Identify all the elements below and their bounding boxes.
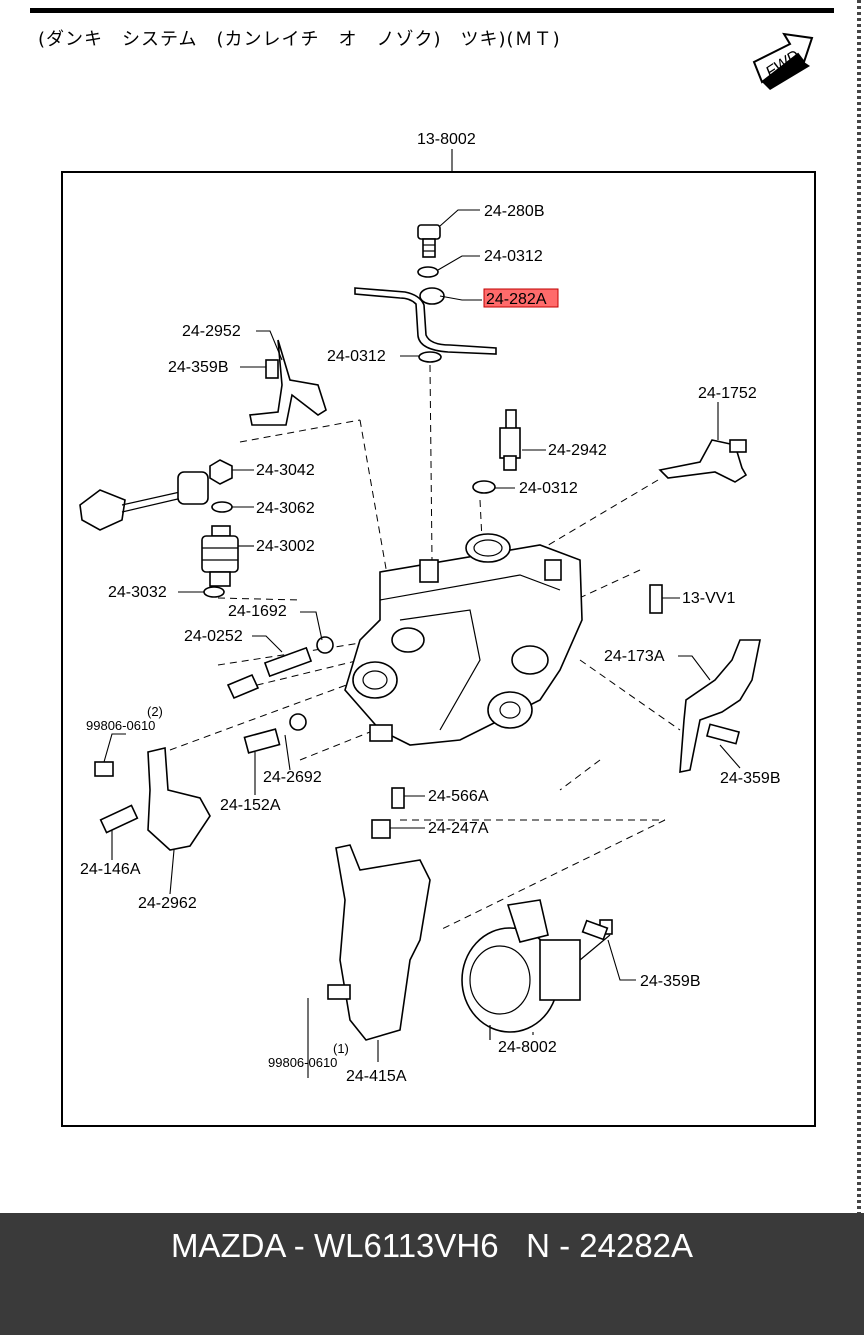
washer-part [418, 351, 442, 363]
bolt-part [581, 919, 609, 941]
o-ring-part [203, 586, 225, 598]
callout-label: 24-2952 [182, 323, 241, 340]
callout-label: 24-359B [720, 770, 781, 787]
exploded-view-diagram: FWD 13-8002 [61, 32, 816, 1127]
footer-bar [0, 1213, 864, 1335]
throttle-bracket-part [679, 639, 761, 773]
fwd-arrow-icon: FWD [752, 32, 814, 90]
callout-label: 24-0252 [184, 628, 243, 645]
vacuum-actuator-part [461, 899, 613, 1040]
top-rule [30, 8, 834, 13]
bolt-part [327, 984, 351, 1000]
callout-label: 24-3062 [256, 500, 315, 517]
callout-label: 13-VV1 [682, 590, 735, 607]
callout-label: 24-8002 [498, 1039, 557, 1056]
callout-label: (1) [333, 1041, 349, 1056]
callout-label: 24-1752 [698, 385, 757, 402]
nut-part [209, 459, 233, 485]
part-number-caption: MAZDA - WL6113VH6 N - 24282A [170, 1227, 694, 1264]
callout-label: 24-146A [80, 861, 141, 878]
callout-label: 24-0312 [519, 480, 578, 497]
bolt-part [705, 723, 741, 745]
callout-label: 24-2962 [138, 895, 197, 912]
connector-part [499, 409, 521, 471]
callout-label: (2) [147, 704, 163, 719]
callout-label: 99806-0610 [268, 1055, 337, 1070]
callout-label: 24-2942 [548, 442, 607, 459]
bolt-part [729, 439, 747, 453]
cover-part [335, 844, 431, 1041]
page-header: (ダンキ システム (カンレイチ オ ノゾク) ツキ)(ＭＴ) [38, 29, 561, 50]
clip-part [371, 819, 391, 839]
leader-lines [103, 209, 741, 1078]
bolt-part [265, 359, 279, 379]
washer-part [316, 636, 334, 654]
callout-label: 24-0312 [484, 248, 543, 265]
callout-label: 24-1692 [228, 603, 287, 620]
callout-labels: 24-280B 24-0312 24-282A 24-0312 24-2952 … [80, 203, 781, 1085]
callout-label: 24-566A [428, 788, 489, 805]
callout-label: 24-3032 [108, 584, 167, 601]
callout-label: 24-415A [346, 1068, 407, 1085]
diagram-frame [61, 171, 816, 1127]
bolt-part [243, 728, 281, 754]
callout-label: 24-3042 [256, 462, 315, 479]
screw-part [649, 584, 663, 614]
banjo-bolt-part [417, 224, 441, 258]
bolt-part [94, 761, 114, 777]
bolt-part [263, 646, 313, 678]
washer-part [211, 501, 233, 513]
washer-part [472, 480, 496, 494]
injection-pump-body [344, 533, 583, 746]
bracket-part [249, 339, 327, 426]
screw-part [391, 787, 405, 809]
highlight-box [483, 288, 559, 308]
callout-label: 24-2692 [263, 769, 322, 786]
lever-part [658, 439, 748, 483]
solenoid-part [201, 525, 239, 587]
assembly-dashed-lines [169, 364, 681, 931]
callout-label-highlighted[interactable]: 24-282A [486, 291, 547, 308]
bracket-part [147, 747, 211, 851]
callout-label: 24-3002 [256, 538, 315, 555]
callout-label: 99806-0610 [86, 718, 155, 733]
callout-label: 24-359B [168, 359, 229, 376]
callout-label: 24-247A [428, 820, 489, 837]
callout-label: 24-0312 [327, 348, 386, 365]
callout-label: 24-152A [220, 797, 281, 814]
callout-label: 24-173A [604, 648, 665, 665]
washer-part [289, 713, 307, 731]
callout-label: 24-280B [484, 203, 545, 220]
washer-part [417, 266, 439, 278]
parts-diagram-sheet: (ダンキ システム (カンレイチ オ ノゾク) ツキ)(ＭＴ) FWD 13-8… [30, 0, 861, 1213]
fuel-pipe-part [354, 287, 497, 355]
group-label: 13-8002 [417, 131, 476, 148]
cap-part [226, 673, 260, 700]
page-edge [857, 0, 861, 1213]
wire-harness-part [79, 471, 209, 531]
callout-label: 24-359B [640, 973, 701, 990]
bolt-part [99, 804, 139, 834]
